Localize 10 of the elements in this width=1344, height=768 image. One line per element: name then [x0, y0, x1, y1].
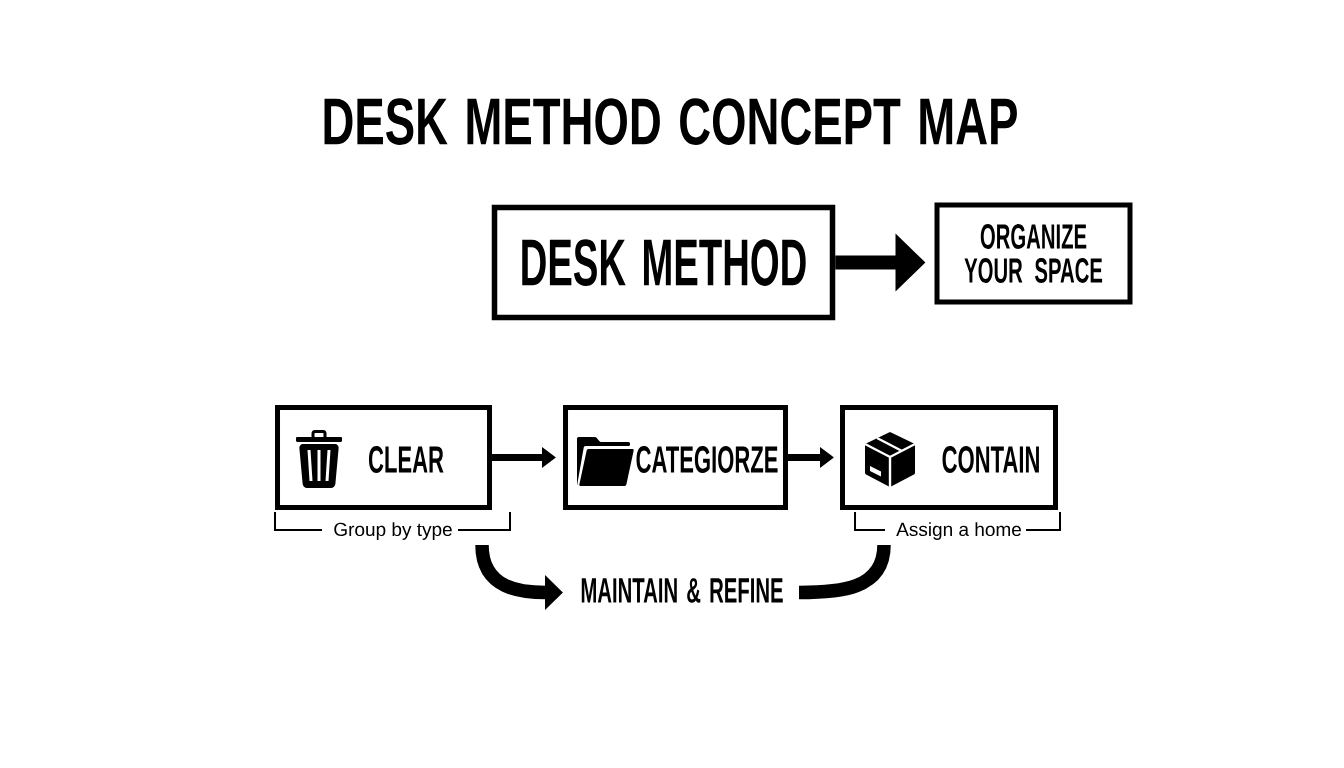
- node-label: Group by type: [334, 522, 452, 540]
- concept-box: CLEAR: [275, 405, 492, 510]
- title: DESK METHOD CONCEPT MAP: [324, 98, 1017, 145]
- curved-line: [798, 544, 891, 600]
- concept-box: DESK METHOD: [491, 204, 836, 321]
- concept-box: CONTAIN: [840, 405, 1058, 510]
- step-label: MAINTAIN & REFINE: [581, 578, 783, 603]
- concept-box: ORGANIZE YOUR SPACE: [934, 202, 1133, 305]
- node-label: Assign a home: [896, 522, 1021, 540]
- concept-box: CATEGIORZE: [563, 405, 788, 510]
